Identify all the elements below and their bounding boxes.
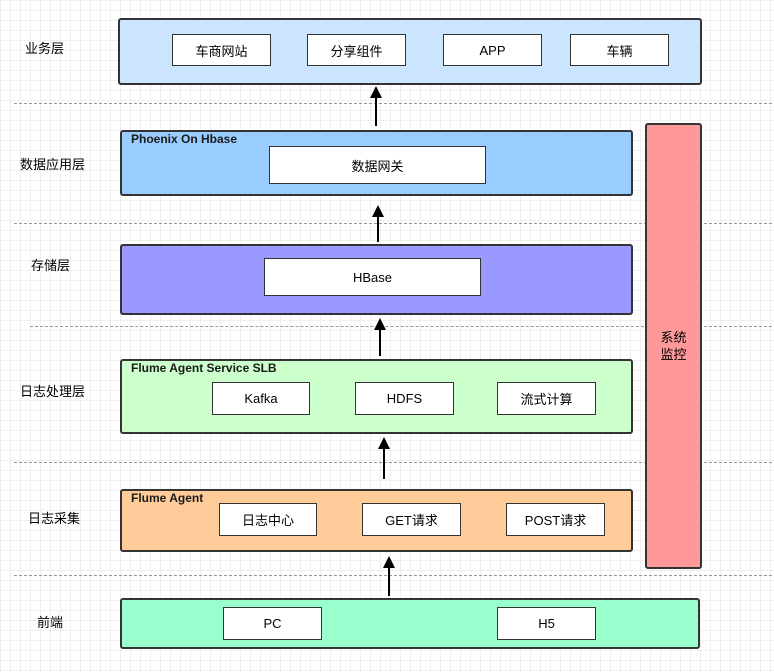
monitor-label-line2: 监控 [660, 347, 687, 362]
layer-label-storage: 存储层 [31, 258, 71, 273]
layer-label-frontend: 前端 [37, 615, 64, 630]
component-box: 数据网关 [269, 146, 486, 184]
layer-divider [704, 326, 772, 327]
component-box: PC [223, 607, 322, 640]
layer-divider [30, 326, 644, 327]
layer-label-data-app: 数据应用层 [20, 157, 86, 172]
component-box: Kafka [212, 382, 310, 415]
layer-divider [14, 575, 772, 576]
system-monitor-panel: 系统 监控 [645, 123, 702, 569]
layer-label-log-processing: 日志处理层 [20, 384, 86, 399]
arrow-up-icon [383, 556, 395, 596]
layer-label-log-collection: 日志采集 [28, 511, 81, 526]
business-layer: 车商网站 分享组件 APP 车辆 [118, 18, 702, 85]
component-box: 流式计算 [497, 382, 596, 415]
layer-divider [14, 103, 772, 104]
layer-label-business: 业务层 [25, 41, 65, 56]
layer-divider [14, 223, 772, 224]
component-box: 车商网站 [172, 34, 271, 66]
layer-title: Flume Agent [131, 491, 204, 505]
log-collection-layer: Flume Agent 日志中心 GET请求 POST请求 [120, 489, 633, 552]
layer-title: Phoenix On Hbase [131, 132, 238, 146]
storage-layer: HBase [120, 244, 633, 315]
frontend-layer: PC H5 [120, 598, 700, 649]
component-box: 车辆 [570, 34, 669, 66]
log-processing-layer: Flume Agent Service SLB Kafka HDFS 流式计算 [120, 359, 633, 434]
component-box: APP [443, 34, 542, 66]
component-box: HDFS [355, 382, 454, 415]
monitor-label-line1: 系统 [660, 330, 687, 345]
data-application-layer: Phoenix On Hbase 数据网关 [120, 130, 633, 196]
component-box: H5 [497, 607, 596, 640]
layer-title: Flume Agent Service SLB [131, 361, 277, 375]
arrow-up-icon [372, 205, 384, 242]
component-box: POST请求 [506, 503, 605, 536]
component-box: 日志中心 [219, 503, 317, 536]
layer-divider [14, 462, 772, 463]
arrow-up-icon [370, 86, 382, 126]
arrow-up-icon [378, 437, 390, 479]
component-box: HBase [264, 258, 481, 296]
component-box: GET请求 [362, 503, 461, 536]
arrow-up-icon [374, 318, 386, 356]
component-box: 分享组件 [307, 34, 406, 66]
